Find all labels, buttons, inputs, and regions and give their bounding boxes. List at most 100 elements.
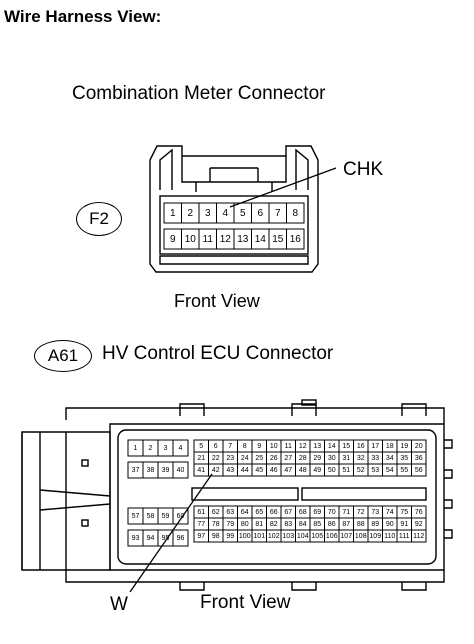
svg-text:35: 35: [400, 455, 408, 462]
pin-63: 63: [222, 505, 238, 519]
svg-text:17: 17: [371, 443, 379, 450]
combination-meter-connector-body: [149, 145, 319, 273]
svg-text:37: 37: [132, 467, 140, 474]
pin-42: 42: [208, 463, 224, 477]
pin-1: 1: [163, 202, 182, 224]
pin-73: 73: [367, 505, 383, 519]
svg-text:102: 102: [268, 533, 280, 540]
svg-text:36: 36: [415, 455, 423, 462]
svg-text:112: 112: [413, 533, 424, 540]
svg-text:10: 10: [270, 443, 278, 450]
connector-code-f2-text: F2: [89, 209, 109, 228]
svg-text:3: 3: [164, 445, 168, 452]
pin-10: 10: [181, 228, 200, 250]
pin-15: 15: [338, 439, 354, 453]
pin-6: 6: [251, 202, 270, 224]
pin-44: 44: [237, 463, 253, 477]
svg-text:7: 7: [275, 208, 281, 219]
connector-code-a61-text: A61: [47, 346, 79, 365]
pin-19: 19: [396, 439, 412, 453]
svg-text:42: 42: [212, 467, 220, 474]
pin-8: 8: [286, 202, 305, 224]
svg-text:6: 6: [257, 208, 263, 219]
svg-text:68: 68: [299, 509, 307, 516]
svg-text:14: 14: [255, 234, 267, 245]
svg-text:16: 16: [357, 443, 365, 450]
pin-104: 104: [295, 529, 311, 543]
pin-21: 21: [193, 451, 209, 465]
pin-34: 34: [382, 451, 398, 465]
svg-text:34: 34: [386, 455, 394, 462]
svg-text:90: 90: [386, 521, 394, 528]
svg-text:21: 21: [197, 455, 205, 462]
pin-31: 31: [338, 451, 354, 465]
svg-text:94: 94: [147, 535, 155, 542]
svg-text:15: 15: [272, 234, 284, 245]
svg-text:40: 40: [177, 467, 185, 474]
pin-82: 82: [266, 517, 282, 531]
svg-text:25: 25: [255, 455, 263, 462]
svg-text:8: 8: [243, 443, 247, 450]
pin-90: 90: [382, 517, 398, 531]
svg-text:12: 12: [220, 234, 232, 245]
svg-text:23: 23: [226, 455, 234, 462]
pin-16: 16: [353, 439, 369, 453]
pin-15: 15: [268, 228, 287, 250]
svg-text:8: 8: [292, 208, 298, 219]
pin-43: 43: [222, 463, 238, 477]
svg-text:58: 58: [147, 513, 155, 520]
pin-29: 29: [309, 451, 325, 465]
pin-1: 1: [127, 439, 144, 457]
pin-8: 8: [237, 439, 253, 453]
pin-24: 24: [237, 451, 253, 465]
pin-30: 30: [324, 451, 340, 465]
svg-text:88: 88: [357, 521, 365, 528]
pin-61: 61: [193, 505, 209, 519]
pin-35: 35: [396, 451, 412, 465]
svg-text:14: 14: [328, 443, 336, 450]
svg-text:32: 32: [357, 455, 365, 462]
pin-92: 92: [411, 517, 427, 531]
pin-18: 18: [382, 439, 398, 453]
svg-text:18: 18: [386, 443, 394, 450]
pin-70: 70: [324, 505, 340, 519]
svg-text:85: 85: [313, 521, 321, 528]
svg-text:97: 97: [197, 533, 205, 540]
svg-text:3: 3: [205, 208, 211, 219]
pin-11: 11: [280, 439, 296, 453]
svg-text:60: 60: [177, 513, 185, 520]
pin-66: 66: [266, 505, 282, 519]
svg-text:95: 95: [162, 535, 170, 542]
svg-text:109: 109: [369, 533, 381, 540]
svg-text:92: 92: [415, 521, 423, 528]
svg-text:69: 69: [313, 509, 321, 516]
svg-text:24: 24: [241, 455, 249, 462]
pin-9: 9: [163, 228, 182, 250]
w-callout-label: W: [110, 594, 128, 615]
svg-text:9: 9: [170, 234, 176, 245]
svg-text:84: 84: [299, 521, 307, 528]
pin-46: 46: [266, 463, 282, 477]
pin-65: 65: [251, 505, 267, 519]
pin-36: 36: [411, 451, 427, 465]
connector-code-f2: F2: [76, 202, 122, 236]
pin-37: 37: [127, 461, 144, 479]
svg-text:51: 51: [342, 467, 350, 474]
pin-50: 50: [324, 463, 340, 477]
pin-77: 77: [193, 517, 209, 531]
pin-98: 98: [208, 529, 224, 543]
svg-text:110: 110: [384, 533, 395, 540]
svg-text:50: 50: [328, 467, 336, 474]
pin-20: 20: [411, 439, 427, 453]
svg-text:48: 48: [299, 467, 307, 474]
svg-text:73: 73: [371, 509, 379, 516]
svg-text:59: 59: [162, 513, 170, 520]
pin-59: 59: [157, 507, 174, 525]
svg-text:104: 104: [297, 533, 309, 540]
pin-60: 60: [172, 507, 189, 525]
svg-text:26: 26: [270, 455, 278, 462]
svg-text:105: 105: [311, 533, 323, 540]
chk-callout-label: CHK: [343, 159, 384, 180]
